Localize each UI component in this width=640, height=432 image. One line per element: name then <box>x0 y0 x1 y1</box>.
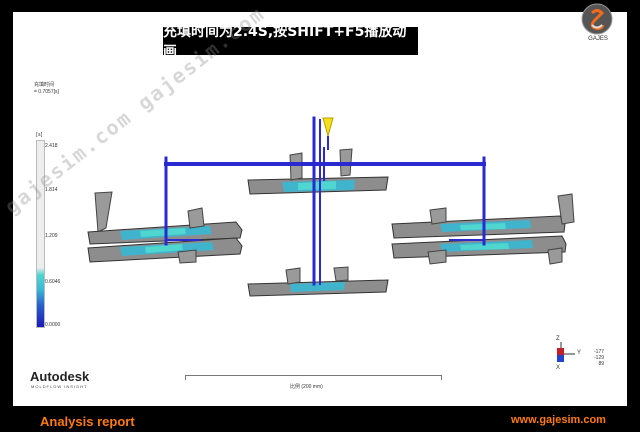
legend-unit: [s] <box>36 132 43 138</box>
triad-axis-label: X <box>556 365 561 371</box>
part-center-top <box>247 148 389 195</box>
legend-tick: 1.209 <box>45 233 58 239</box>
legend-tick: 0.6046 <box>45 279 61 285</box>
part-left-lower <box>87 237 243 264</box>
triad-value: 89 <box>598 361 605 367</box>
legend-tick: 1.814 <box>45 187 58 193</box>
autodesk-tagline: MOLDFLOW INSIGHT <box>31 384 88 389</box>
legend-title-line2: = 0.7057[s] <box>34 89 59 95</box>
runner-system <box>164 116 486 286</box>
autodesk-logo-text: Autodesk <box>30 369 90 384</box>
part-right-lower <box>391 235 567 265</box>
triad-value: -129 <box>594 355 605 361</box>
legend-tick: 2.418 <box>45 143 58 149</box>
axis-triad-icon <box>557 342 575 362</box>
legend-tick: 0.0000 <box>45 322 61 328</box>
legend-title: 充填时间 = 0.7057[s] <box>34 82 59 96</box>
triad-axis-label: Y <box>577 350 582 356</box>
legend-title-line1: 充填时间 <box>34 82 55 88</box>
part-bottom-center <box>247 266 389 297</box>
gajes-logo-icon <box>581 3 613 35</box>
scale-label: 比例 (200 mm) <box>290 384 323 390</box>
logo-text: GAJES <box>588 36 608 42</box>
page-title: 充填时间为2.4S,按SHIFT+F5播放动画 <box>163 24 418 60</box>
injection-cone-icon <box>322 117 334 150</box>
triad-value: -177 <box>594 349 605 355</box>
footer-website-link[interactable]: www.gajesim.com <box>511 414 606 426</box>
footer-analysis-report: Analysis report <box>40 414 135 429</box>
color-scale-bar <box>36 140 45 328</box>
triad-axis-label: Z <box>556 336 560 342</box>
scale-bar <box>185 375 442 380</box>
triad-values: -177 -129 89 <box>594 349 604 367</box>
